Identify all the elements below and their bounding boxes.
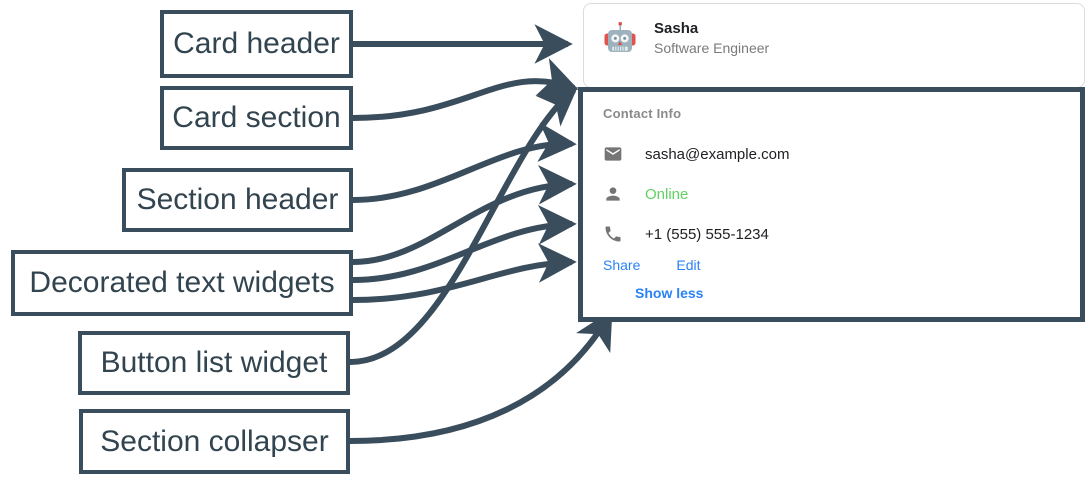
card-header: Sasha Software Engineer — [584, 4, 1084, 72]
card-header-text: Sasha Software Engineer — [654, 21, 769, 55]
arrow-decorated-2 — [352, 205, 577, 283]
card: Sasha Software Engineer — [583, 3, 1085, 88]
share-button[interactable]: Share — [603, 257, 641, 273]
callout-card-section: Card section — [160, 86, 353, 150]
section-header: Contact Info — [603, 106, 682, 121]
callout-label: Section header — [136, 183, 339, 216]
email-value: sasha@example.com — [645, 145, 790, 163]
card-header-title: Sasha — [654, 20, 699, 37]
decorated-text-widget-phone: +1 (555) 555-1234 — [603, 217, 1060, 251]
card-header-subtitle: Software Engineer — [654, 40, 770, 56]
email-icon — [603, 144, 623, 164]
show-less-button[interactable]: Show less — [635, 285, 704, 301]
callout-card-header: Card header — [160, 10, 353, 78]
arrow-section-collapser — [349, 309, 613, 444]
decorated-text-widget-status: Online — [603, 177, 1060, 211]
decorated-text-widget-email: sasha@example.com — [603, 137, 1060, 171]
callout-label: Section collapser — [100, 424, 329, 458]
edit-button[interactable]: Edit — [676, 257, 701, 273]
callout-label: Card header — [173, 27, 340, 60]
arrow-section-header — [352, 122, 577, 203]
arrow-decorated-1 — [352, 164, 577, 265]
card-section-inner: Contact Info sasha@example.com Online — [583, 92, 1080, 303]
section-collapser: Show less — [635, 285, 1060, 303]
callout-label: Card section — [172, 101, 341, 134]
callout-label: Decorated text widgets — [29, 266, 335, 299]
arrow-card-section — [352, 58, 579, 121]
phone-value: +1 (555) 555-1234 — [645, 225, 769, 243]
status-value: Online — [645, 185, 689, 203]
callout-button-list-widget: Button list widget — [78, 331, 350, 395]
callout-decorated-text-widgets: Decorated text widgets — [11, 250, 353, 316]
card-section: Contact Info sasha@example.com Online — [578, 87, 1085, 322]
person-icon — [603, 184, 623, 204]
callout-section-collapser: Section collapser — [79, 409, 350, 474]
robot-avatar-icon — [604, 22, 636, 52]
arrow-button-list — [349, 86, 578, 365]
arrow-decorated-3 — [352, 243, 577, 303]
button-list-widget: Share Edit — [603, 257, 1060, 273]
callout-section-header: Section header — [122, 168, 353, 232]
phone-icon — [603, 224, 623, 244]
callout-label: Button list widget — [100, 346, 328, 379]
